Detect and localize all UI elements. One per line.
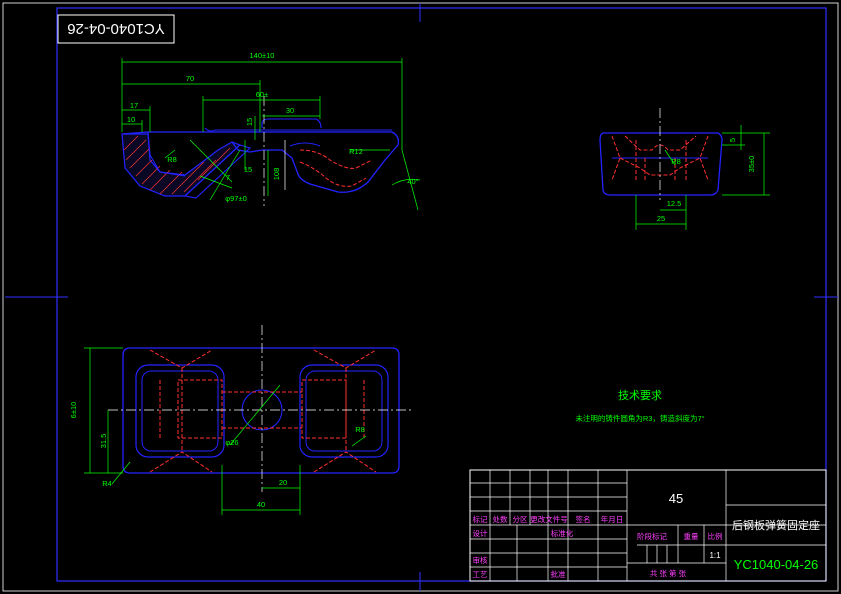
dim-front-2: 60± — [256, 90, 268, 99]
tb-material: 45 — [669, 491, 683, 506]
dim-front-5: 10 — [127, 115, 135, 124]
dim-front-13: φ97±0 — [225, 194, 247, 203]
dim-front-11: R12 — [349, 147, 363, 156]
dim-side-4: 25 — [657, 214, 665, 223]
dim-side-1: 35±0 — [747, 156, 756, 173]
plan-view: 6±10 31.5 R8 R4 φ26 20 40 — [69, 325, 412, 515]
tb-ratio: 比例 — [708, 531, 723, 541]
dim-front-8: 108 — [272, 168, 281, 181]
dim-front-12: 40° — [407, 177, 418, 186]
dim-side-0: 5 — [728, 138, 737, 142]
technical-notes: 技术要求 未注明的铸件圆角为R3，铸造斜度为7° — [575, 389, 704, 423]
front-view: 140±10 70 60± 30 17 10 15 15 108 R8 7 R1… — [121, 51, 421, 211]
dim-side-2: R8 — [671, 157, 681, 166]
tech-notes-title: 技术要求 — [618, 389, 662, 402]
tb-date: 年月日 — [601, 514, 624, 524]
dim-front-0: 140±10 — [250, 51, 275, 60]
tb-process: 工艺 — [473, 570, 488, 579]
dim-front-1: 70 — [186, 74, 194, 83]
dim-front-3: 30 — [286, 106, 294, 115]
tb-count: 处数 — [493, 514, 508, 524]
dim-front-4: 17 — [130, 101, 138, 110]
dim-plan-1: 31.5 — [99, 434, 108, 449]
tb-scale: 1:1 — [709, 551, 721, 560]
tb-part-number: YC1040-04-26 — [734, 557, 819, 572]
tb-standardize: 标准化 — [551, 528, 574, 538]
dim-plan-6: 40 — [257, 500, 265, 509]
dim-plan-5: 20 — [279, 478, 287, 487]
tb-part-name: 后钢板弹簧固定座 — [732, 518, 820, 532]
dim-plan-0: 6±10 — [69, 402, 78, 419]
tb-stage-mark: 阶段标记 — [637, 531, 667, 541]
tb-change-doc: 更改文件号 — [530, 514, 568, 524]
side-view: 5 35±0 R8 12.5 25 — [599, 108, 770, 230]
tb-design: 设计 — [473, 528, 488, 538]
dim-plan-4: φ26 — [225, 438, 238, 447]
inner-frame — [56, 7, 827, 582]
stamp-text: YC1040-04-26 — [67, 20, 165, 37]
tb-mark: 标记 — [473, 514, 488, 524]
dim-front-7: 15 — [244, 165, 252, 174]
dim-front-10: 7 — [226, 173, 230, 182]
drawing-number-stamp: YC1040-04-26 — [57, 14, 175, 44]
tb-approve: 批准 — [551, 569, 566, 579]
dim-front-9: R8 — [167, 155, 177, 164]
tb-sheets: 共 张 第 张 — [650, 568, 687, 578]
dim-side-3: 12.5 — [667, 199, 682, 208]
title-block: 标记 处数 分区 更改文件号 签名 年月日 设计 标准化 审核 工艺 批准 阶段… — [469, 469, 827, 582]
tb-weight: 重量 — [684, 532, 699, 541]
centring-marks — [5, 3, 838, 591]
tech-notes-body: 未注明的铸件圆角为R3，铸造斜度为7° — [575, 413, 704, 423]
tb-review: 审核 — [473, 555, 488, 565]
tb-zone: 分区 — [513, 515, 528, 524]
dim-plan-2: R8 — [355, 425, 365, 434]
dim-front-6: 15 — [245, 118, 254, 126]
tb-signature: 签名 — [576, 514, 591, 524]
dim-plan-3: R4 — [102, 479, 112, 488]
